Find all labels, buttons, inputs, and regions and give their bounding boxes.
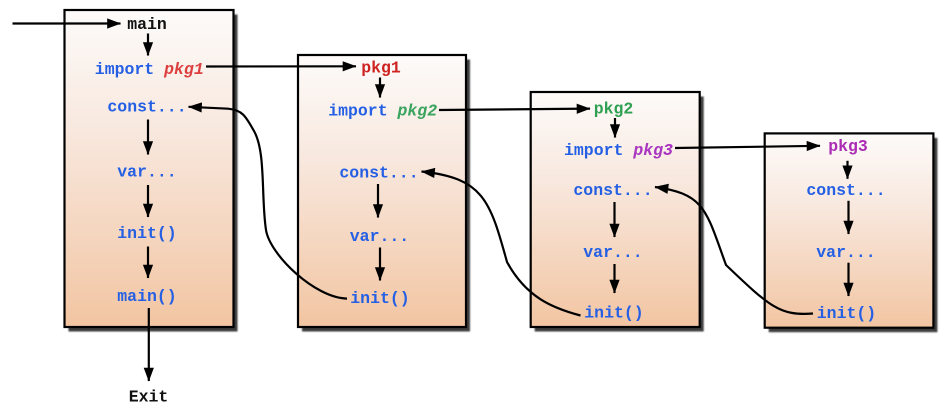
svg-text:import pkg3: import pkg3 xyxy=(564,141,673,160)
svg-text:var...: var... xyxy=(350,227,409,246)
svg-text:const...: const... xyxy=(339,164,418,183)
svg-text:const...: const... xyxy=(573,181,652,200)
svg-text:var...: var... xyxy=(583,243,642,262)
svg-text:import pkg2: import pkg2 xyxy=(328,102,437,121)
svg-text:init(): init() xyxy=(817,304,876,323)
svg-text:pkg2: pkg2 xyxy=(594,99,634,118)
svg-text:const...: const... xyxy=(806,181,885,200)
svg-text:main: main xyxy=(127,15,167,34)
svg-text:var...: var... xyxy=(117,163,176,182)
svg-text:init(): init() xyxy=(117,224,176,243)
svg-text:pkg3: pkg3 xyxy=(828,137,868,156)
svg-text:var...: var... xyxy=(816,243,875,262)
svg-text:init(): init() xyxy=(584,304,643,323)
svg-text:import pkg1: import pkg1 xyxy=(95,60,204,79)
svg-text:main(): main() xyxy=(117,287,176,306)
svg-text:init(): init() xyxy=(350,289,409,308)
svg-text:Exit: Exit xyxy=(129,388,169,407)
svg-text:pkg1: pkg1 xyxy=(361,59,401,78)
svg-text:const...: const... xyxy=(107,98,186,117)
